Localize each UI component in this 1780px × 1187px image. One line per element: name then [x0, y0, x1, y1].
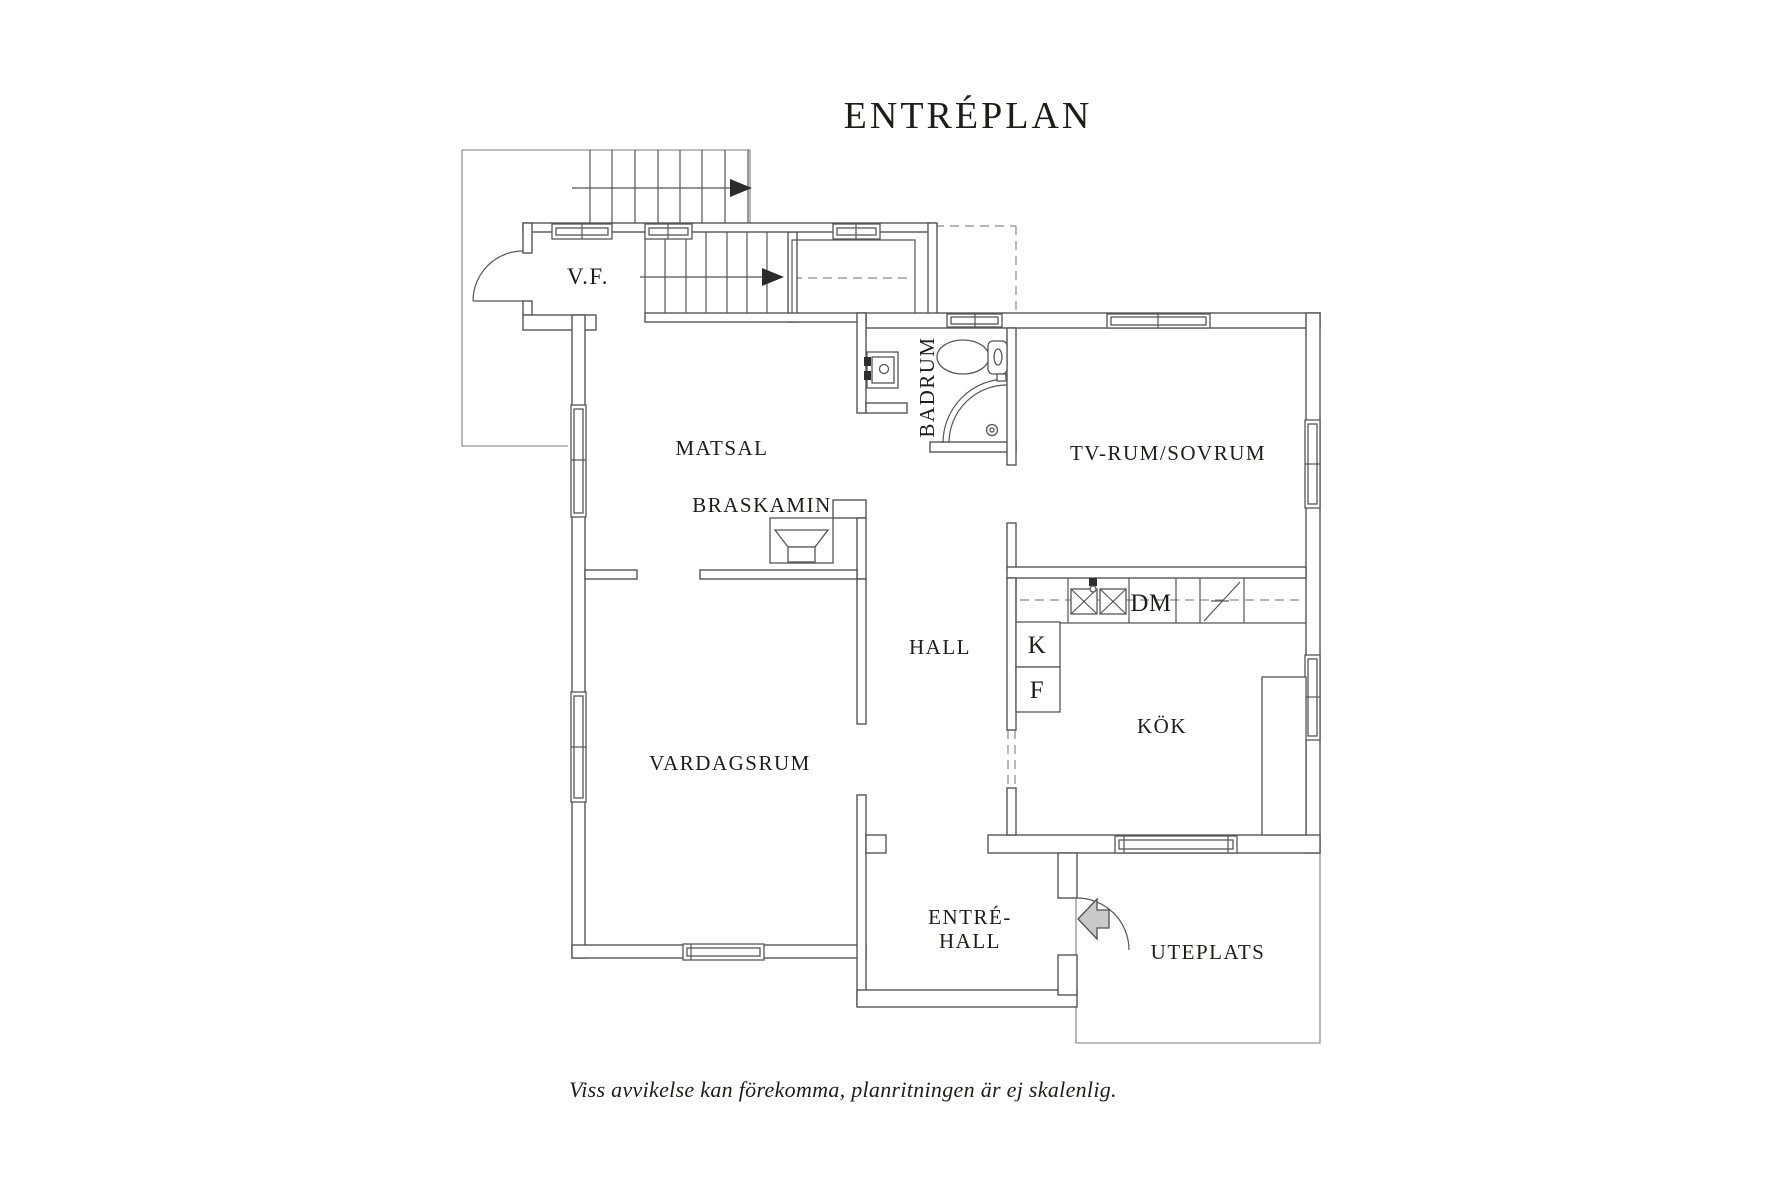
- upper-terrace-outline: [461, 149, 751, 447]
- room-label-vf: V.F.: [567, 264, 609, 289]
- stair-treads: [589, 150, 749, 223]
- chimney-wall: [832, 499, 867, 519]
- fireplace-back-wall: [856, 517, 867, 580]
- room-label-badrum: BADRUM: [915, 336, 939, 437]
- room-label-braskamin: BRASKAMIN: [692, 493, 832, 517]
- kitchen-opening-dashed: [1007, 730, 1016, 788]
- stove-icon: [1203, 581, 1241, 622]
- room-label-entrehall-line2: HALL: [939, 929, 1001, 953]
- east-wall: [1305, 312, 1321, 854]
- doors: [472, 250, 1130, 951]
- north-connector-wall: [927, 222, 938, 319]
- badrum-south-wall: [929, 441, 1017, 453]
- stairs-up-arrow-icon: [730, 179, 752, 197]
- window: [832, 223, 881, 240]
- window: [682, 943, 765, 961]
- vf-entry-door: [472, 250, 524, 302]
- kitchen-side-counter: [1261, 676, 1307, 836]
- dashed-lines: [793, 225, 1304, 788]
- room-label-hall: HALL: [909, 635, 971, 659]
- entrance-arrow-icon: [1077, 897, 1110, 941]
- window: [551, 223, 613, 240]
- overhang-dashed-outline: [935, 225, 1017, 311]
- kitchen-west-wall-lower: [1006, 787, 1017, 836]
- badrum-east-wall: [1006, 327, 1017, 466]
- entrehall-east-wall-upper: [1057, 852, 1078, 899]
- entrehall-south-wall: [856, 989, 1078, 1008]
- tvroom-door-jamb-wall: [1006, 522, 1017, 571]
- kitchen-sink-icon: [1070, 578, 1127, 615]
- window: [1304, 419, 1321, 509]
- north-wall-right: [865, 312, 1321, 329]
- entrehall-east-wall-lower: [1057, 954, 1078, 996]
- freezer-box: [1015, 666, 1061, 713]
- kitchen-fixtures: [1015, 578, 1307, 836]
- disclaimer-text: Viss avvikelse kan förekomma, planritnin…: [569, 1077, 1117, 1102]
- interior-stairs: [640, 231, 798, 323]
- entrehall-notch-wall: [865, 834, 887, 854]
- fireplace-icon: [769, 517, 834, 564]
- appliance-label-kyl: K: [1028, 632, 1047, 659]
- appliance-label-frys: F: [1030, 677, 1044, 704]
- sink-icon: [864, 351, 899, 389]
- window: [570, 691, 587, 803]
- counter-dividers: [1067, 578, 1245, 623]
- window: [570, 404, 587, 518]
- windows: [551, 223, 1321, 961]
- room-label-kok: KÖK: [1137, 714, 1187, 738]
- vf-west-wall-lower: [522, 300, 533, 316]
- window: [1304, 654, 1321, 741]
- matsal-vardagsrum-wall-west: [584, 569, 638, 580]
- vf-west-wall-upper: [522, 222, 533, 254]
- bathroom-fixtures: [864, 339, 1008, 444]
- window: [946, 313, 1003, 328]
- matsal-vardagsrum-wall-east: [699, 569, 858, 580]
- exterior-stairs: [572, 150, 752, 223]
- room-label-matsal: MATSAL: [675, 436, 768, 460]
- fridge-box: [1015, 621, 1061, 668]
- open-area-outlines: [461, 149, 1321, 1044]
- window: [1106, 313, 1211, 329]
- room-label-vardagsrum: VARDAGSRUM: [649, 751, 811, 775]
- page-title: ENTRÉPLAN: [844, 95, 1093, 137]
- stairwell-walls: [791, 239, 916, 313]
- kitchen-north-wall: [1006, 566, 1307, 579]
- room-label-entrehall-line1: ENTRÉ-: [928, 905, 1012, 929]
- appliance-label-diskmaskin: DM: [1130, 590, 1171, 617]
- room-label-tvrum: TV-RUM/SOVRUM: [1070, 441, 1266, 465]
- stairs-direction-arrow-icon: [762, 268, 784, 286]
- vardagsrum-hall-wall: [856, 578, 867, 725]
- window: [644, 223, 693, 240]
- entrehall-west-wall: [856, 794, 867, 1006]
- kitchen-west-wall-upper: [1006, 577, 1017, 731]
- stair-treads: [644, 232, 768, 313]
- shower-icon: [942, 373, 1008, 444]
- toilet-icon: [936, 339, 1008, 375]
- badrum-sink-wall: [865, 402, 908, 414]
- stair-bottom-wall: [644, 312, 867, 323]
- room-label-uteplats: UTEPLATS: [1151, 940, 1266, 964]
- window: [1114, 835, 1238, 854]
- stairwell-hall: [791, 239, 916, 313]
- uteplats-outline: [1075, 853, 1321, 1044]
- main-entrance-door: [1076, 897, 1130, 951]
